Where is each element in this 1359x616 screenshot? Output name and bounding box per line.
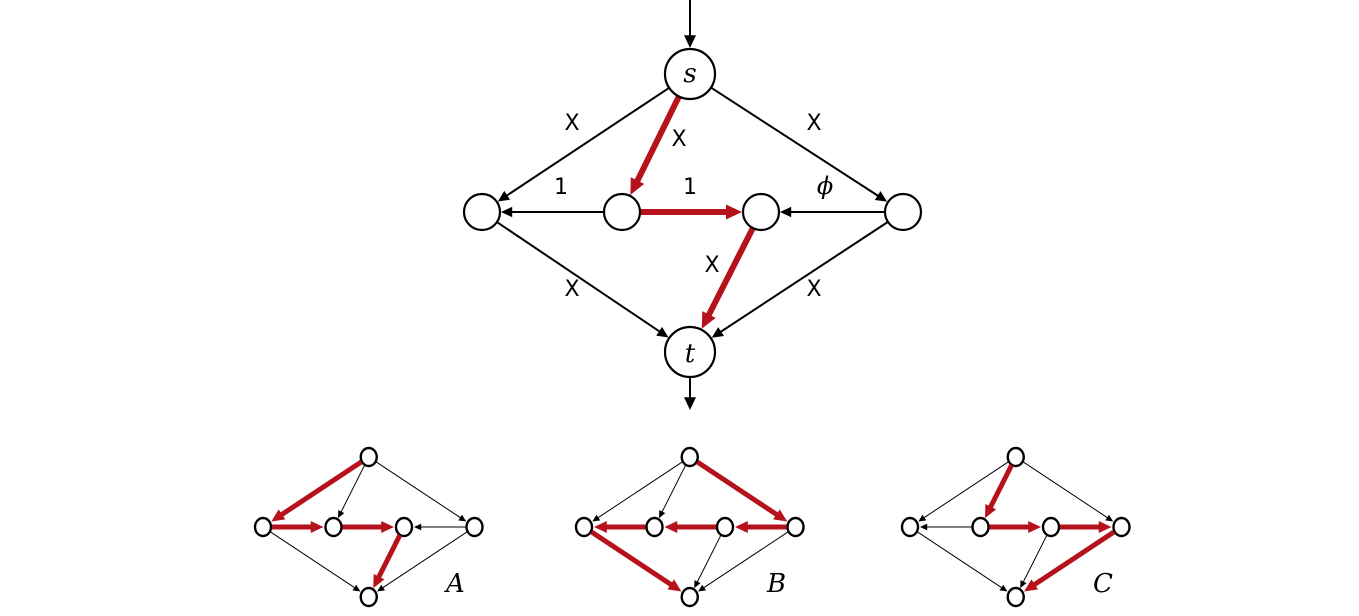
edge-label: X: [704, 253, 719, 278]
small-node-M2: [394, 516, 414, 538]
small-node-L: [253, 516, 273, 538]
source-input-arrow: [684, 0, 696, 48]
small-graph-A: [253, 446, 484, 608]
small-node-M2: [715, 516, 735, 538]
small-edge-M1-L: [594, 521, 646, 533]
node-R: [883, 192, 923, 232]
small-edge-L-t: [270, 531, 361, 592]
edge-s-L: [497, 86, 670, 202]
node-L: [462, 192, 502, 232]
edge-R-M2: [780, 206, 885, 218]
sink-label: t: [685, 339, 696, 369]
small-edge-s-L: [271, 459, 363, 522]
small-node-t: [1006, 586, 1025, 608]
graph-label: C: [1093, 569, 1113, 599]
small-edge-M1-M2: [342, 521, 394, 533]
small-edge-M2-M1: [664, 521, 716, 533]
small-edge-s-R: [1022, 461, 1114, 522]
small-edge-M1-L: [920, 523, 972, 531]
small-edge-M2-R: [1060, 521, 1112, 533]
source-label: s: [683, 59, 696, 89]
small-edge-R-t: [698, 531, 789, 592]
small-edge-L-M1: [272, 521, 324, 533]
edge-M1-M2: [640, 204, 742, 220]
edge-M2-t: [701, 226, 756, 329]
small-node-t: [359, 586, 378, 608]
small-node-s: [359, 446, 378, 468]
graph-label: B: [766, 569, 786, 599]
node-s: [663, 47, 717, 101]
graph-label: A: [444, 569, 465, 599]
small-node-t: [680, 586, 699, 608]
small-edge-R-t: [1024, 529, 1116, 592]
small-edge-s-L: [592, 461, 683, 522]
small-edge-M2-t: [1020, 534, 1048, 589]
edge-label: X: [564, 111, 579, 136]
small-edge-s-M1: [984, 463, 1014, 519]
edge-label: X: [564, 277, 579, 302]
small-edge-R-M2: [735, 521, 787, 533]
small-edge-s-M1: [658, 464, 687, 519]
small-edge-s-M1: [337, 464, 366, 519]
small-edge-M2-t: [694, 534, 722, 589]
small-node-M1: [324, 516, 343, 538]
small-edge-L-t: [590, 529, 682, 592]
sink-output-arrow: [684, 377, 696, 410]
small-graph-B: [574, 446, 805, 608]
edge-label: ϕ: [817, 172, 833, 200]
small-edge-s-R: [695, 459, 788, 522]
node-M2: [741, 192, 781, 232]
small-node-s: [680, 446, 699, 468]
small-edge-s-L: [918, 461, 1009, 522]
edge-s-R: [710, 86, 888, 202]
small-edge-R-t: [377, 531, 468, 592]
small-edge-s-R: [375, 461, 467, 522]
node-t: [663, 325, 717, 379]
small-edge-M1-M2: [989, 521, 1041, 533]
small-node-R: [1112, 516, 1131, 538]
small-node-s: [1006, 446, 1025, 468]
small-node-M1: [971, 516, 990, 538]
small-node-L: [574, 516, 594, 538]
small-node-M2: [1041, 516, 1061, 538]
edge-label: 1: [554, 175, 568, 200]
small-node-L: [900, 516, 920, 538]
small-edge-M2-t: [373, 533, 403, 589]
small-node-R: [465, 516, 484, 538]
small-edge-R-M2: [414, 523, 466, 531]
small-node-R: [786, 516, 805, 538]
edge-label: X: [671, 127, 686, 152]
edge-R-t: [711, 221, 889, 338]
edge-label: 1: [683, 175, 697, 200]
edge-s-M1: [630, 95, 682, 195]
edge-L-t: [496, 221, 669, 338]
edge-label: X: [806, 277, 821, 302]
small-node-M1: [645, 516, 664, 538]
node-M1: [602, 192, 642, 232]
small-graph-C: [900, 446, 1131, 608]
edge-M1-L: [501, 206, 604, 218]
edge-label: X: [806, 111, 821, 136]
small-edge-L-t: [917, 531, 1008, 592]
